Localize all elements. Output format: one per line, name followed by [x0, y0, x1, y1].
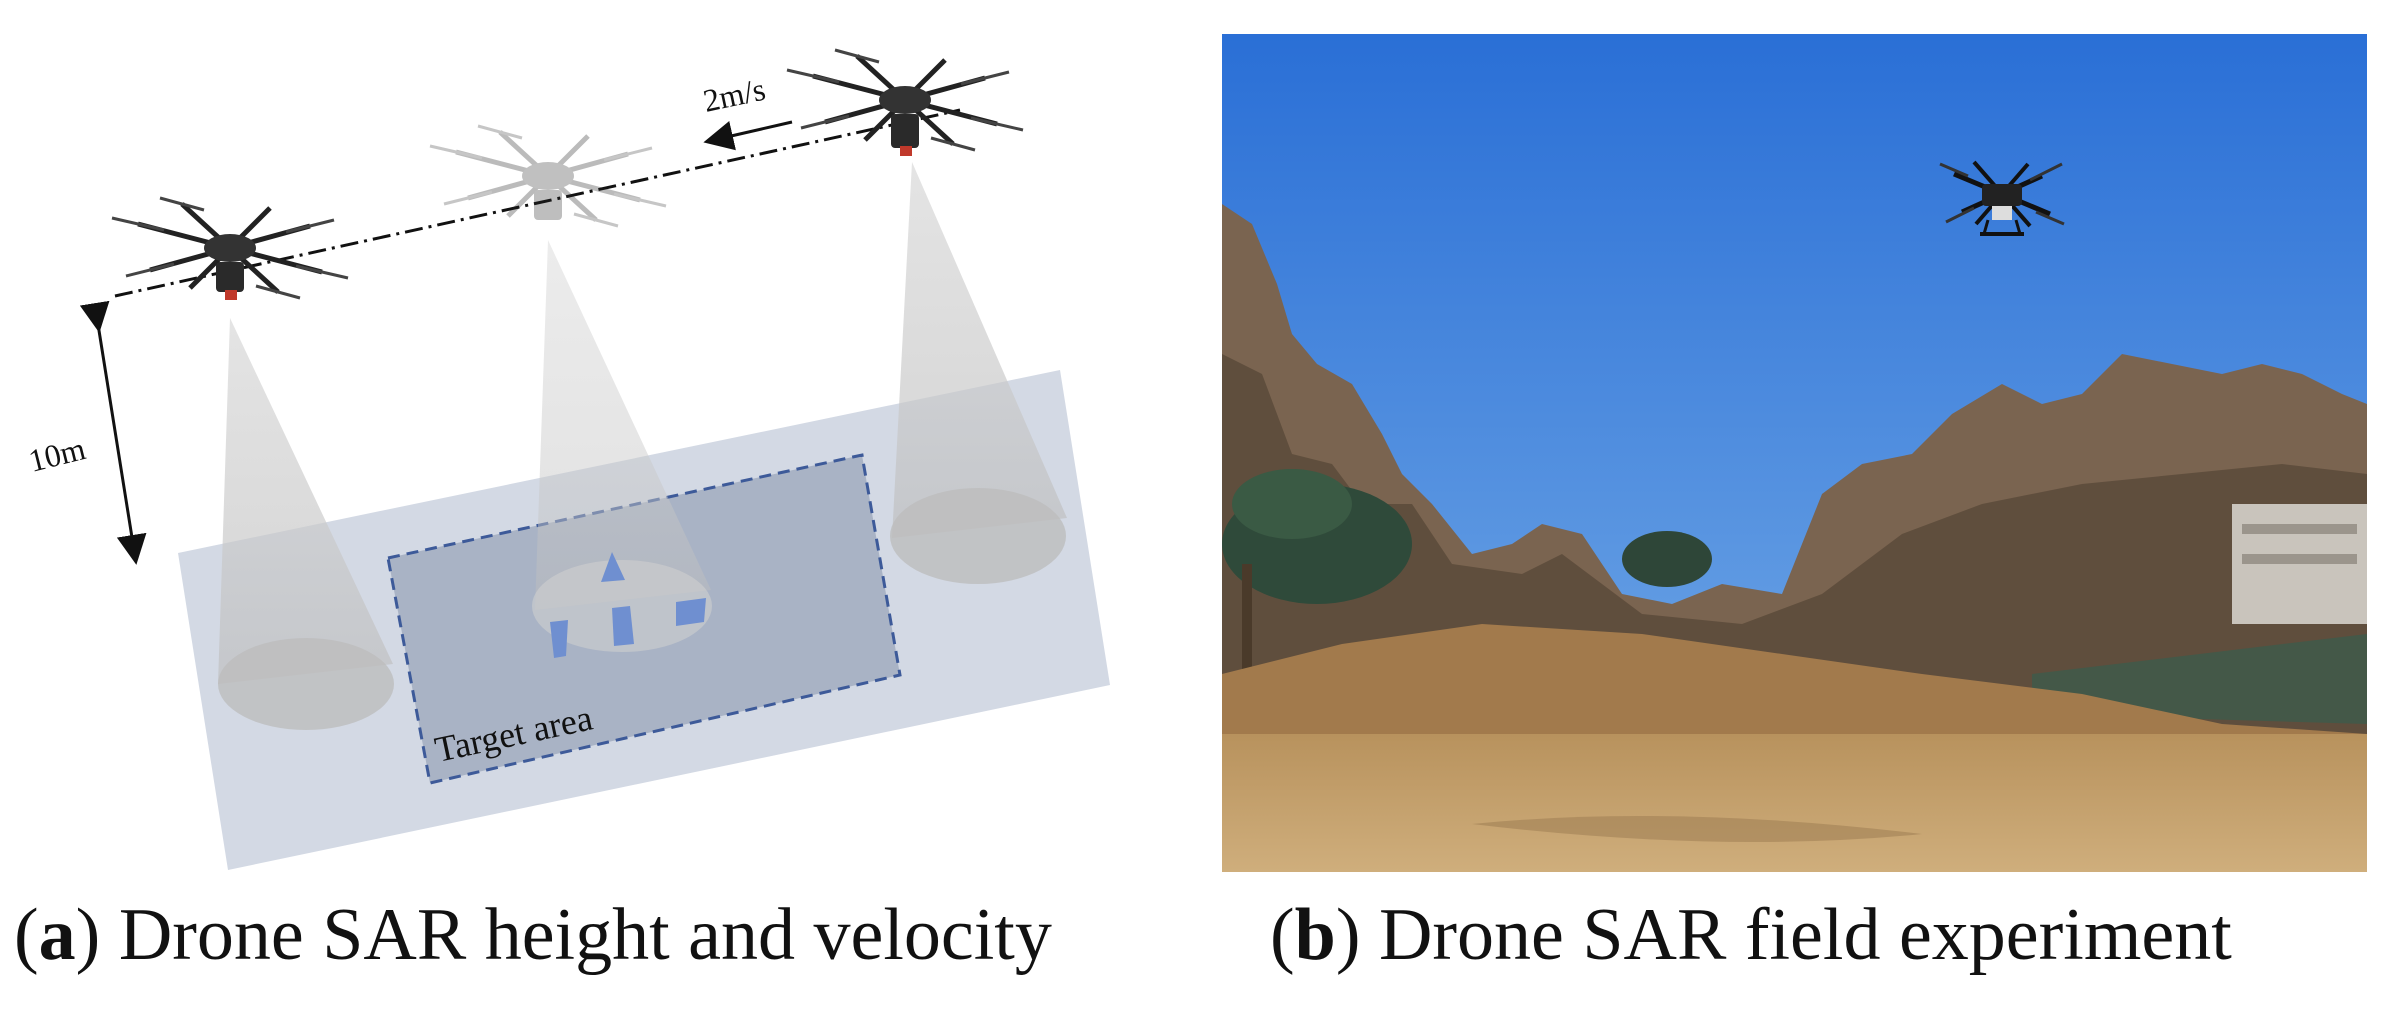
drone-icon-center — [429, 124, 667, 228]
caption-text-b: Drone SAR field experiment — [1360, 894, 2232, 976]
radar-beam-left — [218, 318, 394, 730]
grass-field — [1222, 734, 2367, 872]
target-markers — [550, 552, 706, 658]
caption-panel-b: (b) Drone SAR field experiment — [1270, 894, 2232, 976]
drone-icon-photo — [1939, 160, 2065, 236]
field-experiment-photo — [1222, 34, 2367, 872]
diagram-panel-a: 2m/s 10m Target area — [25, 48, 1110, 870]
field-shadow — [1472, 816, 1922, 842]
radar-beam-right — [890, 162, 1067, 584]
pine-tree — [1222, 469, 1412, 704]
caption-text-a: Drone SAR height and velocity — [100, 894, 1052, 976]
velocity-arrow — [703, 120, 793, 151]
height-arrow — [79, 300, 147, 565]
flight-path — [114, 108, 961, 298]
velocity-label: 2m/s — [700, 71, 768, 119]
caption-letter-a: a — [38, 894, 76, 976]
hillside — [1222, 624, 2367, 764]
radar-beam-center — [532, 240, 712, 652]
building — [2232, 504, 2367, 624]
drone-icon-left — [111, 196, 349, 300]
caption-panel-a: (a) Drone SAR height and velocity — [14, 894, 1052, 976]
pine-tree-small — [1622, 531, 1712, 587]
caption-letter-b: b — [1294, 894, 1336, 976]
height-label: 10m — [25, 430, 89, 479]
drone-icon-right — [786, 48, 1024, 156]
